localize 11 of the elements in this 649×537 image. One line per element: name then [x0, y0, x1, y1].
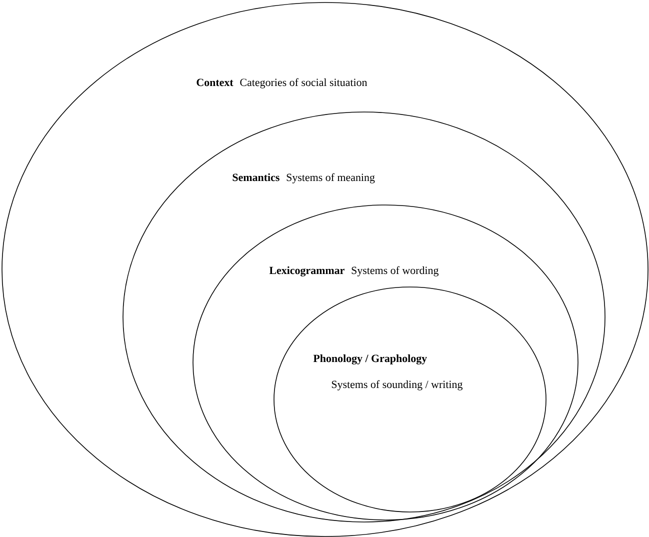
layer-heading: Lexicogrammar [269, 266, 344, 276]
layer-heading: Semantics [232, 173, 280, 182]
ellipse [274, 286, 546, 512]
layer-description: Systems of meaning [286, 173, 375, 184]
ellipse [192, 204, 578, 520]
layer-description: Systems of sounding / writing [332, 380, 462, 390]
layer-heading: Phonology / Graphology [313, 354, 427, 364]
ellipse [122, 112, 606, 522]
layer-description: Systems of wording [352, 266, 439, 276]
layer-description: Categories of social situation [240, 78, 368, 88]
layer-heading: Context [196, 78, 234, 86]
